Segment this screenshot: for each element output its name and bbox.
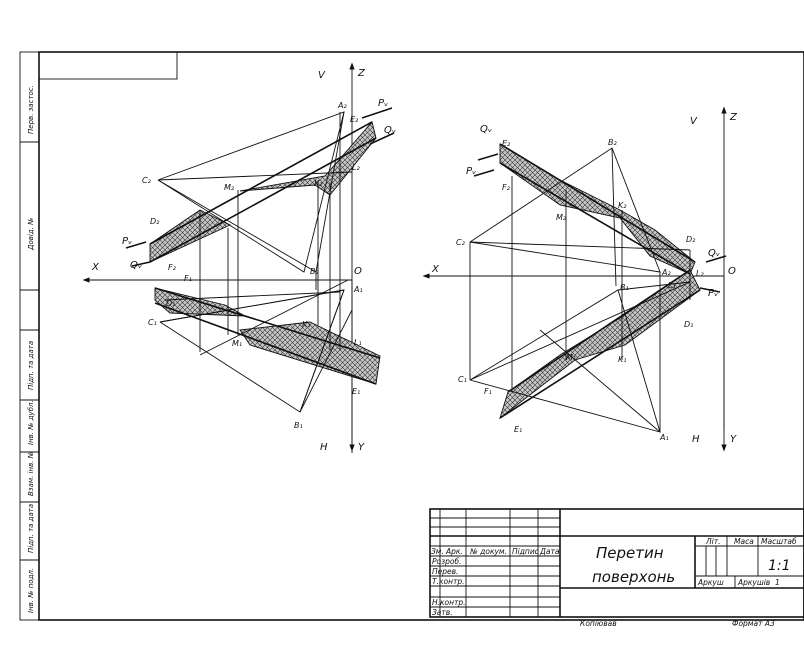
right-D1: D₁ <box>684 320 693 329</box>
right-z-label: Z <box>729 112 738 123</box>
right-B1: B₁ <box>620 283 629 292</box>
left-B2: B₂ <box>310 267 319 276</box>
right-pv-top: Pᵥ <box>466 166 476 177</box>
right-qv-top: Qᵥ <box>480 124 492 135</box>
left-point-labels: A₂ E₂ L₂ K₂ M₂ C₂ D₂ F₂ B₂ A₁ K₁ M₁ L₁ E… <box>142 101 363 430</box>
left-K2: K₂ <box>314 179 323 188</box>
side-cell-inv-dubl: Інв. № дубл. <box>27 400 35 445</box>
left-projection <box>82 62 395 453</box>
tb-ark: Арк. <box>445 547 463 556</box>
left-A2: A₂ <box>337 101 347 110</box>
left-M2: M₂ <box>224 183 235 192</box>
right-K1: K₁ <box>618 355 626 364</box>
title-block <box>429 508 804 618</box>
left-D1: D₁ <box>166 299 175 308</box>
left-F2: F₂ <box>168 263 177 272</box>
right-h-label: H <box>692 434 700 445</box>
side-cell-dovid: Довід. № <box>27 218 35 251</box>
tb-format: Формат А3 <box>732 619 775 628</box>
right-hatched-strip-v <box>499 143 696 275</box>
right-o-label: O <box>728 266 736 277</box>
right-F2: F₂ <box>502 183 511 192</box>
left-h-label: H <box>320 442 328 453</box>
left-D2: D₂ <box>150 217 160 226</box>
left-C1: C₁ <box>148 318 157 327</box>
right-M2: M₂ <box>556 213 567 222</box>
tb-sheets-count: 1 <box>775 578 780 587</box>
right-L1: L₁ <box>668 281 676 290</box>
right-x-label: X <box>431 264 440 275</box>
right-B2: B₂ <box>608 138 617 147</box>
left-labels: X Z Y V H O Pᵥ Qᵥ Pᵥ Qᵥ <box>91 68 396 453</box>
tb-copied: Копіював <box>580 619 617 628</box>
tb-doc: № докум. <box>469 547 507 556</box>
tb-date: Дата <box>539 547 560 556</box>
left-qv-bottom: Qᵥ <box>130 260 142 271</box>
side-cell-vzam: Взам. інв. № <box>27 451 35 496</box>
tb-scale-label: Масштаб <box>761 537 797 546</box>
left-x-label: X <box>91 262 100 273</box>
right-A2: A₂ <box>661 268 671 277</box>
left-M1: M₁ <box>232 339 242 348</box>
left-z-label: Z <box>357 68 366 79</box>
tb-zm: Зм. <box>431 547 444 556</box>
side-cell-pidp2: Підп. та дата <box>27 504 35 553</box>
right-L2: L₂ <box>696 269 704 278</box>
right-A1: A₁ <box>659 433 669 442</box>
right-F1: F₁ <box>484 387 492 396</box>
left-o-label: O <box>354 266 362 277</box>
left-qv-top: Qᵥ <box>384 125 396 136</box>
left-L1: L₁ <box>354 338 362 347</box>
right-y-label: Y <box>730 434 737 445</box>
left-B1: B₁ <box>294 421 303 430</box>
right-D2: D₂ <box>686 235 696 244</box>
side-cells: Перв. застос. Довід. № Підп. та дата Інв… <box>27 85 35 613</box>
tb-scale: 1:1 <box>768 558 791 574</box>
left-v-label: V <box>318 70 326 81</box>
left-C2: C₂ <box>142 176 152 185</box>
tb-lit: Літ. <box>705 537 720 546</box>
title-block-main: Перетин поверхонь 1:1 <box>592 544 791 586</box>
right-qv-bottom: Qᵥ <box>708 248 720 259</box>
tb-role-perev: Перев. <box>432 567 458 576</box>
side-cell-perv: Перв. застос. <box>27 85 35 134</box>
tb-role-zatv: Затв. <box>432 608 453 617</box>
left-E1: E₁ <box>352 387 360 396</box>
tb-title-line2: поверхонь <box>592 568 675 586</box>
left-y-label: Y <box>358 442 365 453</box>
right-E1: E₁ <box>514 425 522 434</box>
title-block-text: Зм. Арк. № докум. Підпис Дата Розроб. Пе… <box>431 537 797 628</box>
tb-role-rozrob: Розроб. <box>432 557 461 566</box>
right-labels: X Z Y V H O Qᵥ Pᵥ Qᵥ Pᵥ <box>431 112 738 445</box>
tb-sign: Підпис <box>512 547 540 556</box>
tb-role-tkontr: Т.контр. <box>432 577 465 586</box>
left-hatched-strip-h <box>239 321 381 385</box>
left-L2: L₂ <box>352 163 360 172</box>
left-K1: K₁ <box>302 320 310 329</box>
tb-sheets: Аркушів <box>737 578 770 587</box>
right-projection <box>422 106 727 452</box>
tb-title-line1: Перетин <box>596 544 664 562</box>
left-F1: F₁ <box>184 274 192 283</box>
right-E2: E₂ <box>502 139 511 148</box>
right-M1: M₁ <box>566 353 576 362</box>
right-point-labels: E₂ F₂ B₂ M₂ K₂ C₂ D₂ A₂ L₂ B₁ L₁ D₁ M₁ K… <box>456 138 704 442</box>
left-A1: A₁ <box>353 285 363 294</box>
left-pv-top: Pᵥ <box>378 98 388 109</box>
side-cell-pidp1: Підп. та дата <box>27 341 35 390</box>
right-pv-bottom: Pᵥ <box>708 288 718 299</box>
left-E2: E₂ <box>350 115 359 124</box>
tb-role-nkontr: Н.контр. <box>432 598 466 607</box>
right-v-label: V <box>690 116 698 127</box>
right-K2: K₂ <box>618 201 627 210</box>
right-C1: C₁ <box>458 375 467 384</box>
tb-sheet: Аркуш <box>697 578 724 587</box>
left-pv-bottom: Pᵥ <box>122 236 132 247</box>
right-C2: C₂ <box>456 238 466 247</box>
side-cell-inv-podl: Інв. № подл. <box>27 568 35 613</box>
sheet-frame <box>19 51 804 621</box>
tb-mass: Маса <box>734 537 754 546</box>
